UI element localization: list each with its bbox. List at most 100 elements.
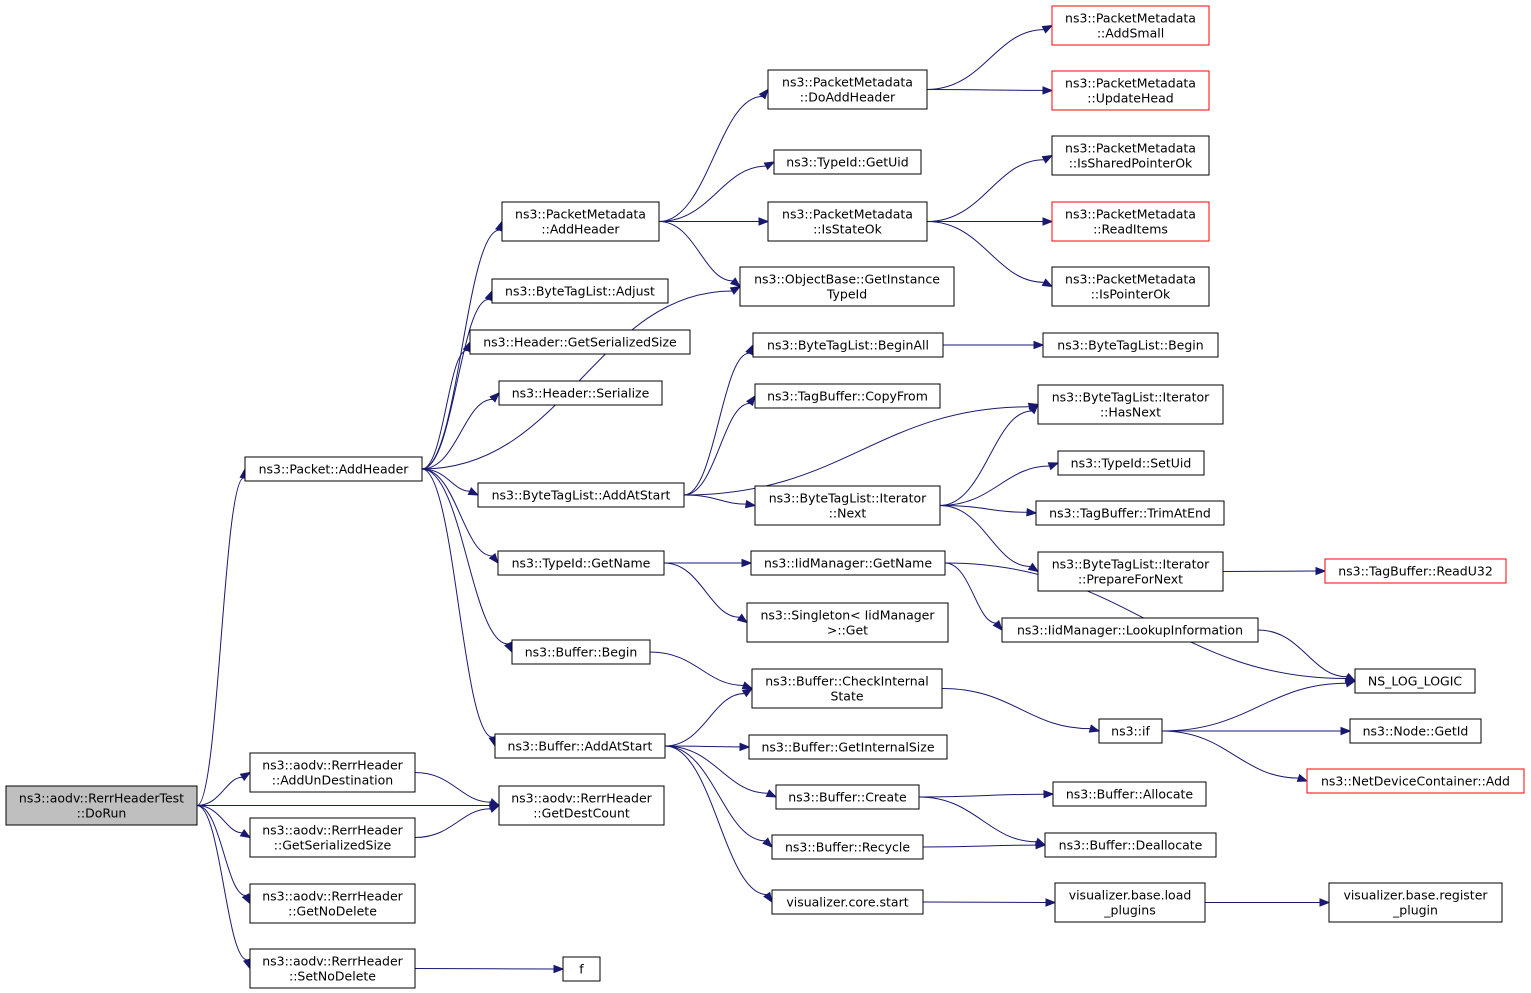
node-pm_readitems[interactable]: ns3::PacketMetadata::ReadItems (1051, 201, 1210, 242)
edge-arrowhead (746, 394, 756, 407)
node-label-line: ::UpdateHead (1087, 91, 1173, 106)
node-tid_getuid[interactable]: ns3::TypeId::GetUid (773, 149, 922, 175)
node-ns3_if[interactable]: ns3::if (1098, 718, 1163, 744)
node-box (739, 266, 955, 307)
node-label-line: ns3::NetDeviceContainer::Add (1321, 774, 1510, 789)
node-buf_recycle[interactable]: ns3::Buffer::Recycle (771, 834, 924, 860)
edge-line (663, 562, 740, 618)
node-label-line: ns3::IidManager::LookupInformation (1017, 623, 1243, 638)
node-btl_addatstart[interactable]: ns3::ByteTagList::AddAtStart (477, 482, 685, 508)
node-setnodelete[interactable]: ns3::aodv::RerrHeader::SetNoDelete (249, 948, 416, 989)
edge-line (926, 159, 1045, 222)
node-tb_copyfrom[interactable]: ns3::TagBuffer::CopyFrom (754, 383, 941, 409)
node-btli_hasnext[interactable]: ns3::ByteTagList::Iterator::HasNext (1037, 384, 1224, 425)
node-addundest[interactable]: ns3::aodv::RerrHeader::AddUnDestination (249, 752, 416, 793)
node-label-line: ns3::Singleton< IidManager (760, 608, 935, 623)
node-pm_addheader[interactable]: ns3::PacketMetadata::AddHeader (501, 201, 660, 242)
node-tb_readu32[interactable]: ns3::TagBuffer::ReadU32 (1324, 558, 1507, 584)
edge-line (926, 221, 1045, 283)
node-box (751, 668, 943, 709)
node-label-line: ns3::Buffer::Recycle (785, 840, 910, 855)
node-vis_load[interactable]: visualizer.base.load_plugins (1054, 882, 1206, 923)
node-label-line: ::AddHeader (541, 222, 620, 237)
node-btl_begin[interactable]: ns3::ByteTagList::Begin (1042, 332, 1219, 358)
node-label-line: TypeId (826, 287, 867, 302)
node-iid_getname[interactable]: ns3::IidManager::GetName (750, 550, 946, 576)
node-tid_getname[interactable]: ns3::TypeId::GetName (497, 550, 665, 576)
edge-line (421, 398, 493, 470)
node-btli_next[interactable]: ns3::ByteTagList::Iterator::Next (754, 485, 941, 526)
node-tb_trimatend[interactable]: ns3::TagBuffer::TrimAtEnd (1035, 500, 1225, 526)
edge-btli_next-to-tb_trimatend (939, 505, 1038, 517)
edge-arrowhead (763, 891, 773, 904)
node-f[interactable]: f (562, 956, 601, 982)
node-btl_beginall[interactable]: ns3::ByteTagList::BeginAll (752, 332, 944, 358)
node-btli_prep[interactable]: ns3::ByteTagList::Iterator::PrepareForNe… (1037, 551, 1224, 592)
node-pm_addsmall[interactable]: ns3::PacketMetadata::AddSmall (1051, 5, 1210, 46)
node-getdestcount[interactable]: ns3::aodv::RerrHeader::GetDestCount (498, 785, 665, 826)
node-box (1042, 332, 1219, 358)
node-node_getid[interactable]: ns3::Node::GetId (1349, 718, 1482, 744)
edge-pm_addheader-to-pm_isstateok (659, 217, 770, 226)
edge-line (196, 805, 246, 897)
node-btl_adjust[interactable]: ns3::ByteTagList::Adjust (491, 278, 669, 304)
node-box (511, 639, 651, 665)
node-vis_core_start[interactable]: visualizer.core.start (771, 889, 924, 915)
node-ns_log[interactable]: NS_LOG_LOGIC (1354, 668, 1476, 694)
edge-arrowhead (484, 289, 493, 302)
edge-line (1161, 730, 1299, 779)
node-label-line: ns3::Header::GetSerializedSize (483, 335, 677, 350)
node-vis_register[interactable]: visualizer.base.register_plugin (1328, 882, 1503, 923)
node-tid_setuid[interactable]: ns3::TypeId::SetUid (1057, 450, 1205, 476)
node-buf_getintsize[interactable]: ns3::Buffer::GetInternalSize (748, 734, 948, 760)
node-pm_updatehead[interactable]: ns3::PacketMetadata::UpdateHead (1051, 70, 1210, 111)
node-getser[interactable]: ns3::aodv::RerrHeader::GetSerializedSize (249, 817, 416, 858)
node-box (775, 784, 920, 810)
edge-line (664, 745, 741, 748)
node-pkt_addheader[interactable]: ns3::Packet::AddHeader (244, 456, 423, 482)
node-buf_begin[interactable]: ns3::Buffer::Begin (511, 639, 651, 665)
edge-pm_addheader-to-tid_getuid (658, 161, 776, 222)
node-label-line: ns3::PacketMetadata (1065, 141, 1196, 156)
edge-setnodelete-to-f (414, 964, 565, 974)
edge-line (1257, 629, 1348, 678)
node-singleton_get[interactable]: ns3::Singleton< IidManager>::Get (746, 602, 949, 643)
node-pm_isstateok[interactable]: ns3::PacketMetadata::IsStateOk (767, 201, 928, 242)
node-buf_addatstart[interactable]: ns3::Buffer::AddAtStart (494, 733, 666, 759)
node-hdr_getser[interactable]: ns3::Header::GetSerializedSize (469, 329, 691, 355)
node-getnodelete[interactable]: ns3::aodv::RerrHeader::GetNoDelete (249, 883, 416, 924)
node-label-line: ::AddUnDestination (272, 773, 393, 788)
edge-dorun-to-setnodelete (196, 805, 252, 970)
edge-arrowhead (1042, 217, 1054, 226)
node-box (746, 602, 949, 643)
edge-arrowhead (488, 798, 501, 807)
node-label-line: ::IsSharedPointerOk (1069, 156, 1193, 171)
node-iid_lookup[interactable]: ns3::IidManager::LookupInformation (1001, 617, 1259, 643)
node-hdr_ser[interactable]: ns3::Header::Serialize (498, 380, 663, 406)
node-box (501, 201, 660, 242)
node-label-line: ns3::TagBuffer::TrimAtEnd (1049, 506, 1211, 521)
node-box (494, 733, 666, 759)
edge-arrowhead (1043, 789, 1055, 799)
edge-tid_getname-to-iid_getname (663, 558, 753, 568)
node-pm_ispointer[interactable]: ns3::PacketMetadata::IsPointerOk (1051, 266, 1210, 307)
node-label-line: ns3::ByteTagList::Adjust (505, 284, 655, 299)
edge-line (926, 89, 1044, 91)
edge-line (683, 402, 750, 496)
edge-line (421, 290, 733, 470)
node-buf_allocate[interactable]: ns3::Buffer::Allocate (1052, 781, 1207, 807)
node-label-line: ::IsStateOk (813, 222, 883, 237)
edge-arrowhead (488, 804, 501, 813)
node-dorun[interactable]: ns3::aodv::RerrHeaderTest::DoRun (5, 785, 198, 826)
node-box (249, 817, 416, 858)
node-label-line: ns3::Buffer::Begin (525, 645, 638, 660)
node-pm_doaddheader[interactable]: ns3::PacketMetadata::DoAddHeader (767, 69, 928, 110)
node-box (1051, 266, 1210, 307)
node-buf_dealloc[interactable]: ns3::Buffer::Deallocate (1044, 832, 1217, 858)
edge-arrowhead (739, 742, 751, 752)
node-buf_create[interactable]: ns3::Buffer::Create (775, 784, 920, 810)
node-ndc_add[interactable]: ns3::NetDeviceContainer::Add (1306, 768, 1525, 794)
node-pm_isshared[interactable]: ns3::PacketMetadata::IsSharedPointerOk (1051, 135, 1210, 176)
